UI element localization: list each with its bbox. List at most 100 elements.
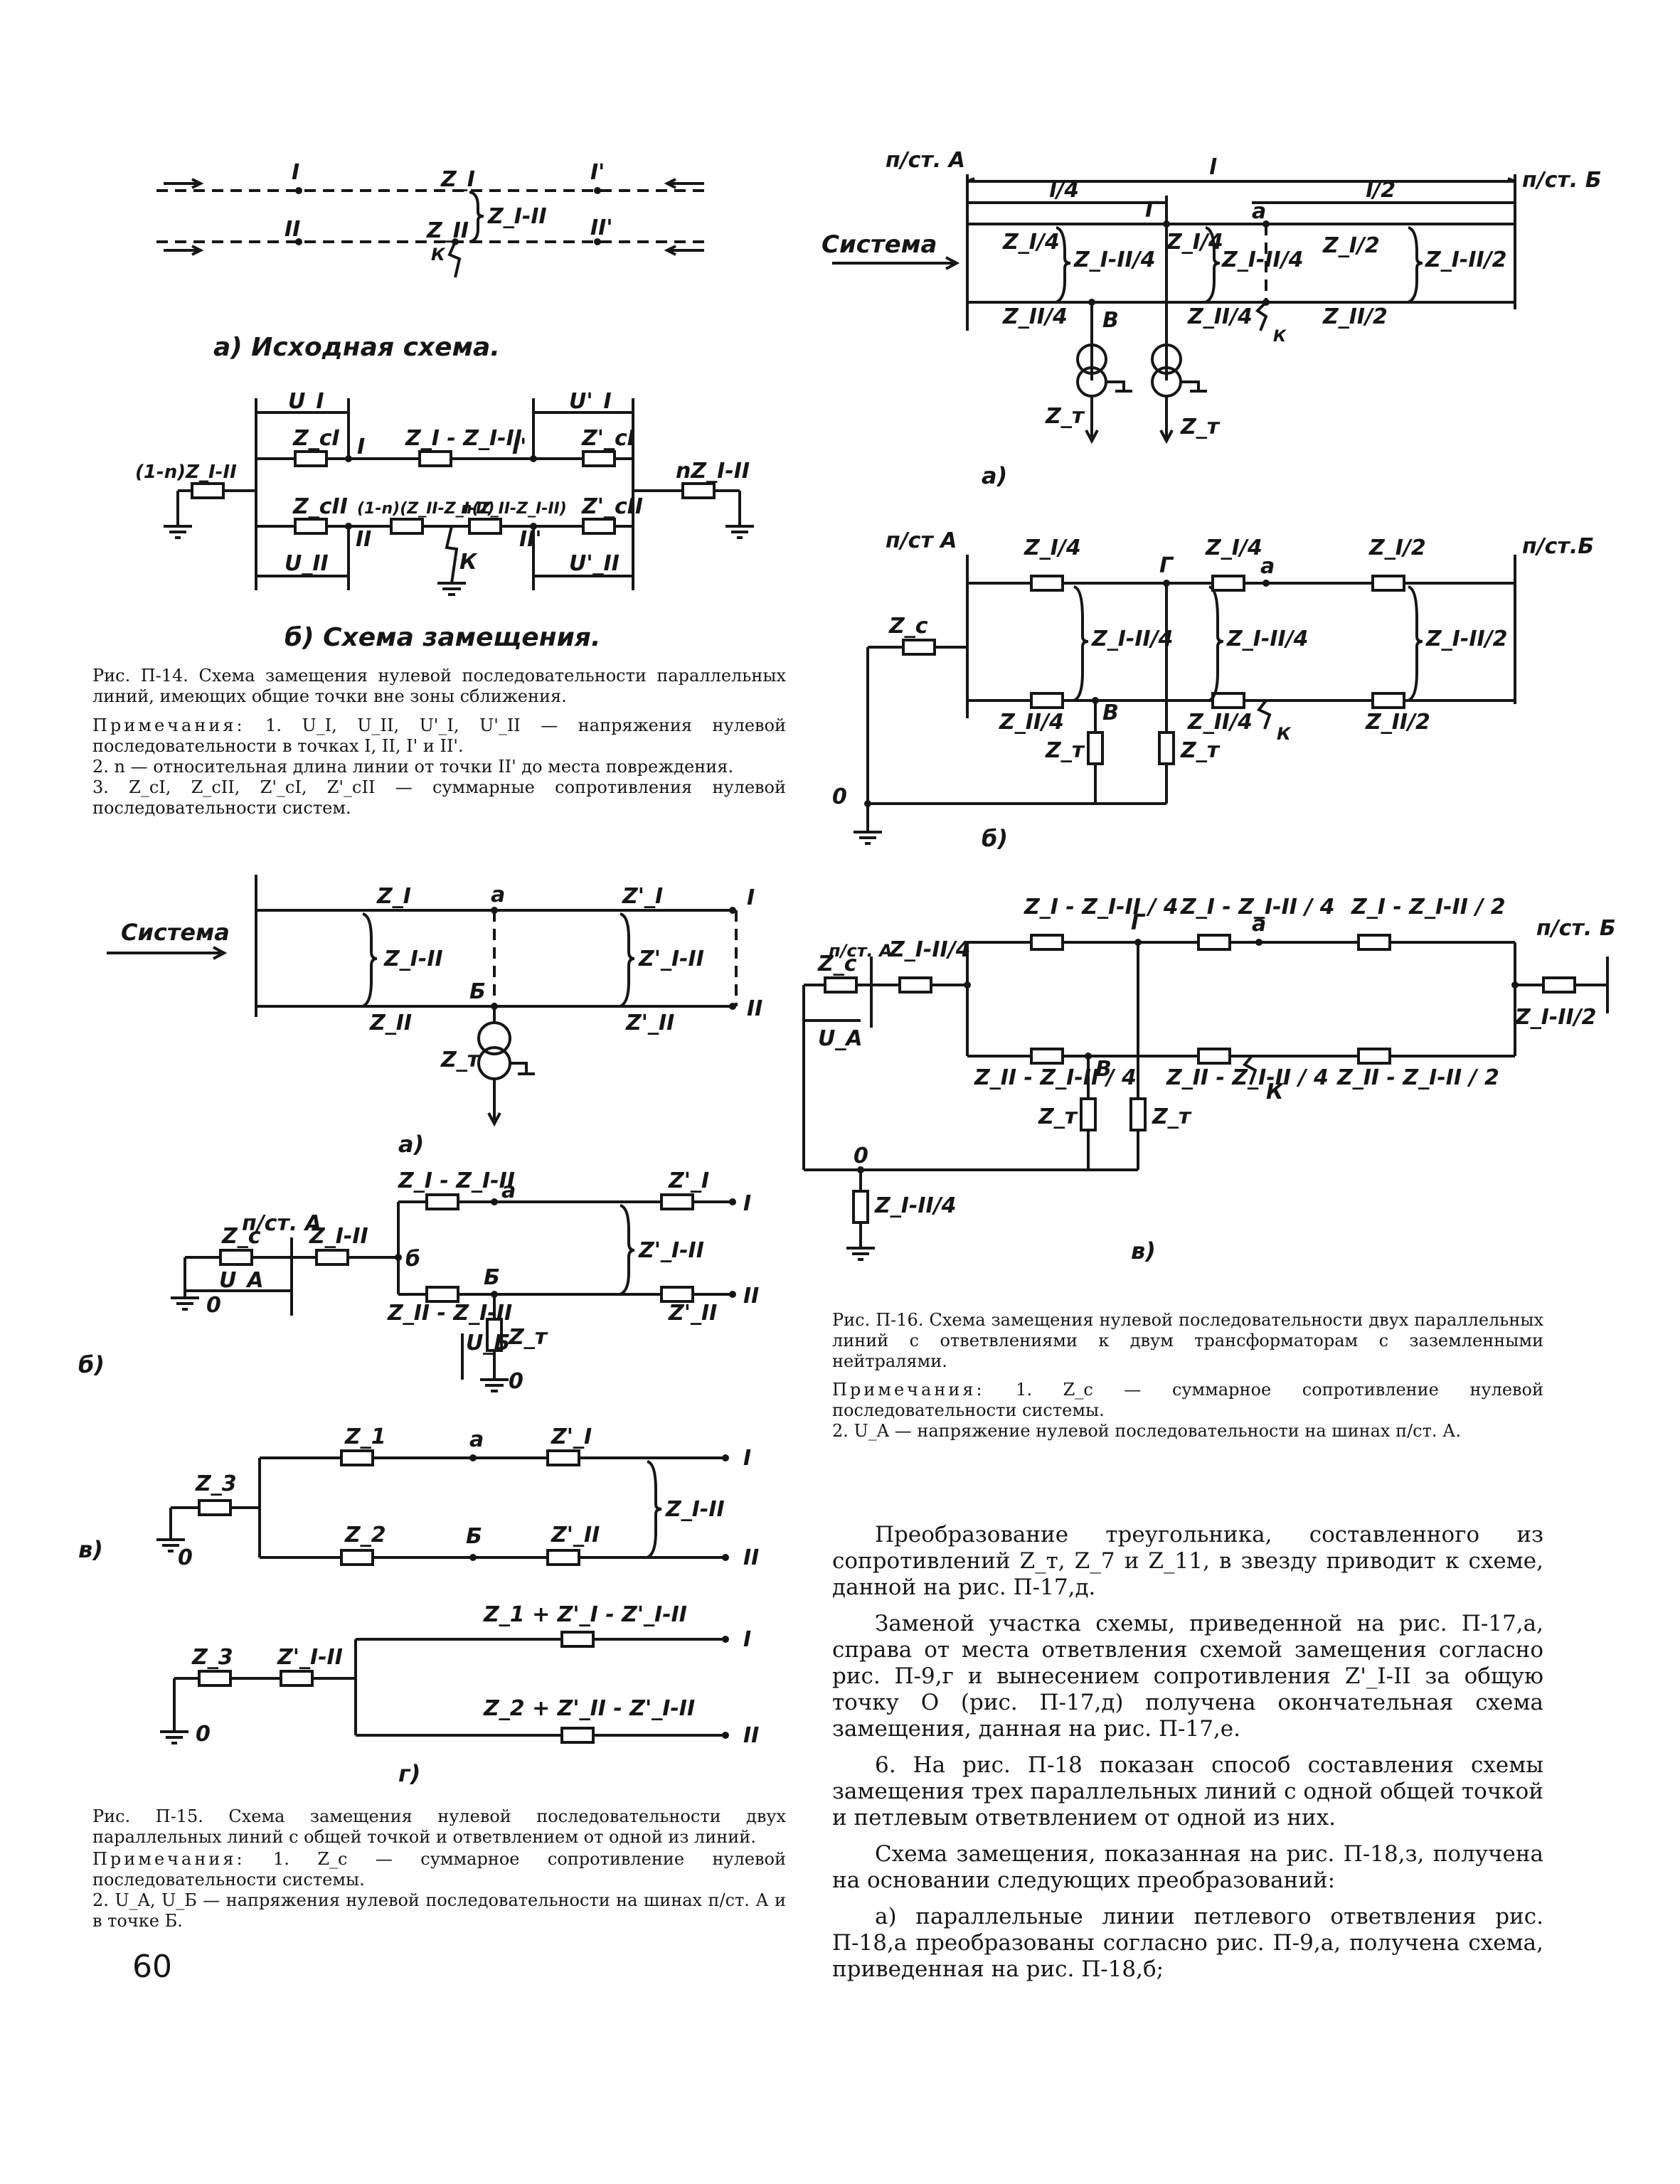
fig14b-label-17: U'_II bbox=[569, 551, 620, 576]
fig16b-label-11: Z_II/4 bbox=[999, 710, 1064, 735]
fig15a-label-11: Z_т bbox=[440, 1048, 481, 1072]
fig14b-label-14: К bbox=[459, 550, 478, 575]
fig15a-label-4: I bbox=[747, 885, 755, 910]
fig15a-label-3: Z'_I bbox=[622, 884, 663, 909]
fig15v-tag: в) bbox=[78, 1536, 103, 1563]
fig15g-tag: г) bbox=[398, 1760, 421, 1787]
fig16v-label-19: Z_I-II/4 bbox=[874, 1193, 957, 1218]
fig15a-label-8: Z_II bbox=[369, 1011, 412, 1035]
fig16v-label-1: Г bbox=[1131, 910, 1146, 935]
fig16v-label-14: К bbox=[1266, 1080, 1285, 1104]
fig15g-label-5: II bbox=[743, 1723, 759, 1748]
fig16a-tag: а) bbox=[982, 462, 1008, 489]
fig16a-label-6: Г bbox=[1145, 198, 1160, 223]
fig15b-label-12: II bbox=[743, 1284, 759, 1309]
fig14-caption: Рис. П-14. Схема замещения нулевой после… bbox=[92, 666, 786, 706]
fig16v-label-12: В bbox=[1095, 1057, 1112, 1082]
fig16v-label-11: Z_II - Z_I-II / 4 bbox=[974, 1065, 1137, 1090]
fig16v-label-15: Z_II - Z_I-II / 2 bbox=[1336, 1065, 1499, 1090]
fig15b-label-3: б bbox=[405, 1247, 420, 1272]
fig16b-label-4: Z_I/4 bbox=[1205, 536, 1262, 560]
fig15a-label-9: Z'_II bbox=[625, 1011, 674, 1035]
fig14-note-3: 3. Z_cI, Z_cII, Z'_cI, Z'_cII — суммарны… bbox=[92, 777, 786, 818]
fig16v-tag: в) bbox=[1131, 1237, 1156, 1264]
fig14a-caption: а) Исходная схема. bbox=[213, 333, 500, 362]
fig15b-label-5: a bbox=[501, 1178, 516, 1203]
fig16b-label-2: Z_I/4 bbox=[1024, 536, 1081, 560]
fig16v-label-10: Z_I-II/2 bbox=[1514, 1005, 1597, 1030]
body-paragraph-2: Заменой участка схемы, приведенной на ри… bbox=[832, 1611, 1543, 1742]
fig16v-label-16: Z_т bbox=[1038, 1104, 1078, 1129]
fig16-note-1: 1. Z_c — суммарное сопротивление нулевой… bbox=[832, 1380, 1543, 1420]
fig15v-label-3: Z'_I bbox=[551, 1424, 592, 1449]
fig15b-label-4: Z_I - Z_I-II bbox=[398, 1168, 515, 1193]
fig16a-label-5: Система bbox=[822, 230, 937, 259]
fig14b-label-2: Z_cI bbox=[292, 426, 340, 451]
body-paragraph-3: 6. На рис. П-18 показан способ составлен… bbox=[832, 1752, 1543, 1831]
fig15a-label-5: Z_I-II bbox=[383, 947, 443, 971]
fig15v-label-5: Z_I-II bbox=[665, 1497, 725, 1522]
body-paragraph-4: Схема замещения, показанная на рис. П-18… bbox=[832, 1841, 1543, 1893]
fig15a-label-7: Б bbox=[469, 979, 486, 1004]
fig16-note-2: 2. U_A — напряжение нулевой последовател… bbox=[832, 1421, 1461, 1441]
fig16b-label-16: Z_т bbox=[1045, 738, 1085, 763]
fig16a-label-1: l bbox=[1209, 155, 1217, 180]
fig14b-label-8: nZ_I-II bbox=[676, 459, 750, 484]
fig16v-label-13: Z_II - Z_I-II / 4 bbox=[1166, 1065, 1329, 1090]
fig15b-label-0: п/ст. А bbox=[242, 1211, 321, 1236]
fig16b-label-0: п/ст А bbox=[886, 528, 957, 553]
fig15g-label-2: Z_1 + Z'_I - Z'_I-II bbox=[483, 1602, 687, 1627]
fig14b-label-16: U_II bbox=[285, 551, 329, 576]
fig15v-label-9: II bbox=[743, 1545, 759, 1570]
fig16v-label-8: Z_c bbox=[817, 952, 857, 976]
fig15a-label-6: Z'_I-II bbox=[638, 947, 704, 971]
fig15b-label-15: U_Б bbox=[466, 1331, 510, 1355]
fig15a-label-10: II bbox=[747, 996, 762, 1021]
fig16v-label-3: а bbox=[1252, 912, 1266, 937]
fig15-notes: Примечания: 1. Z_c — суммарное сопротивл… bbox=[92, 1849, 786, 1932]
fig15a-label-0: Система bbox=[121, 919, 230, 946]
body-text: Преобразование треугольника, составленно… bbox=[832, 1522, 1543, 1993]
fig15v-label-10: 0 bbox=[178, 1545, 193, 1570]
fig16v-label-0: Z_I - Z_I-II / 4 bbox=[1024, 895, 1179, 920]
fig15b-diagram: п/ст. А Z_c Z_I-II б Z_I - Z_I-II a Z'_I… bbox=[171, 1168, 759, 1394]
fig14b-label-11: n(Z_II-Z_I-II) bbox=[461, 500, 567, 518]
fig16-caption: Рис. П-16. Схема замещения нулевой после… bbox=[832, 1310, 1543, 1371]
fig15b-label-7: I bbox=[743, 1191, 751, 1216]
fig15g-label-6: 0 bbox=[196, 1722, 211, 1747]
fig15b-label-16: Z_т bbox=[508, 1325, 548, 1350]
fig15-notes-head: Примечания: bbox=[92, 1849, 245, 1869]
fig16b-label-1: п/ст.Б bbox=[1522, 534, 1594, 559]
fig16v-diagram: Z_I - Z_I-II / 4 Г Z_I - Z_I-II / 4 а Z_… bbox=[802, 895, 1616, 1261]
fig15b-label-8: Z'_I-II bbox=[638, 1238, 704, 1263]
fig16a-diagram: п/ст. А l п/ст. Б l/4 l/2 Система Г а Z_… bbox=[822, 148, 1602, 444]
fig14b-label-13: II bbox=[356, 527, 371, 552]
fig16v-label-17: Z_т bbox=[1152, 1104, 1192, 1129]
fig16a-label-2: п/ст. Б bbox=[1522, 168, 1602, 193]
fig14a-label-6: II' bbox=[590, 215, 613, 240]
fig14b-label-5: I' bbox=[512, 435, 526, 459]
fig14b-label-4: Z_I - Z_I-II bbox=[405, 426, 522, 451]
fig15v-label-6: Z_2 bbox=[344, 1523, 386, 1548]
fig14a-label-1: Z_I bbox=[440, 167, 475, 192]
fig16a-label-18: Z_II/2 bbox=[1322, 304, 1388, 329]
fig15v-label-4: I bbox=[743, 1446, 751, 1471]
fig14a-label-5: Z_I-II bbox=[487, 204, 547, 229]
fig14a-label-2: I' bbox=[590, 160, 605, 185]
body-paragraph-5: а) параллельные линии петлевого ответвле… bbox=[832, 1904, 1543, 1982]
fig14-notes: Примечания: 1. U_I, U_II, U'_I, U'_II — … bbox=[92, 715, 786, 819]
fig15v-label-7: Б bbox=[466, 1524, 482, 1549]
fig16b-label-8: Z_I-II/4 bbox=[1091, 627, 1174, 651]
fig14a-diagram: I Z_I I' II Z_II Z_I-II II' К bbox=[156, 160, 711, 278]
fig14b-label-12: Z'_cII bbox=[581, 494, 643, 519]
fig14a-label-0: I bbox=[292, 160, 299, 185]
fig16b-label-14: К bbox=[1277, 724, 1292, 744]
fig16b-label-10: Z_I-II/2 bbox=[1425, 627, 1508, 651]
fig16b-label-9: Z_I-II/4 bbox=[1226, 627, 1309, 651]
fig16b-label-12: В bbox=[1102, 701, 1119, 725]
fig16a-label-20: Z_т bbox=[1180, 415, 1221, 440]
fig16a-label-0: п/ст. А bbox=[886, 148, 965, 173]
fig15v-label-1: Z_1 bbox=[344, 1424, 386, 1449]
fig15a-label-2: a bbox=[491, 883, 505, 907]
fig16a-label-4: l/2 bbox=[1366, 178, 1395, 203]
